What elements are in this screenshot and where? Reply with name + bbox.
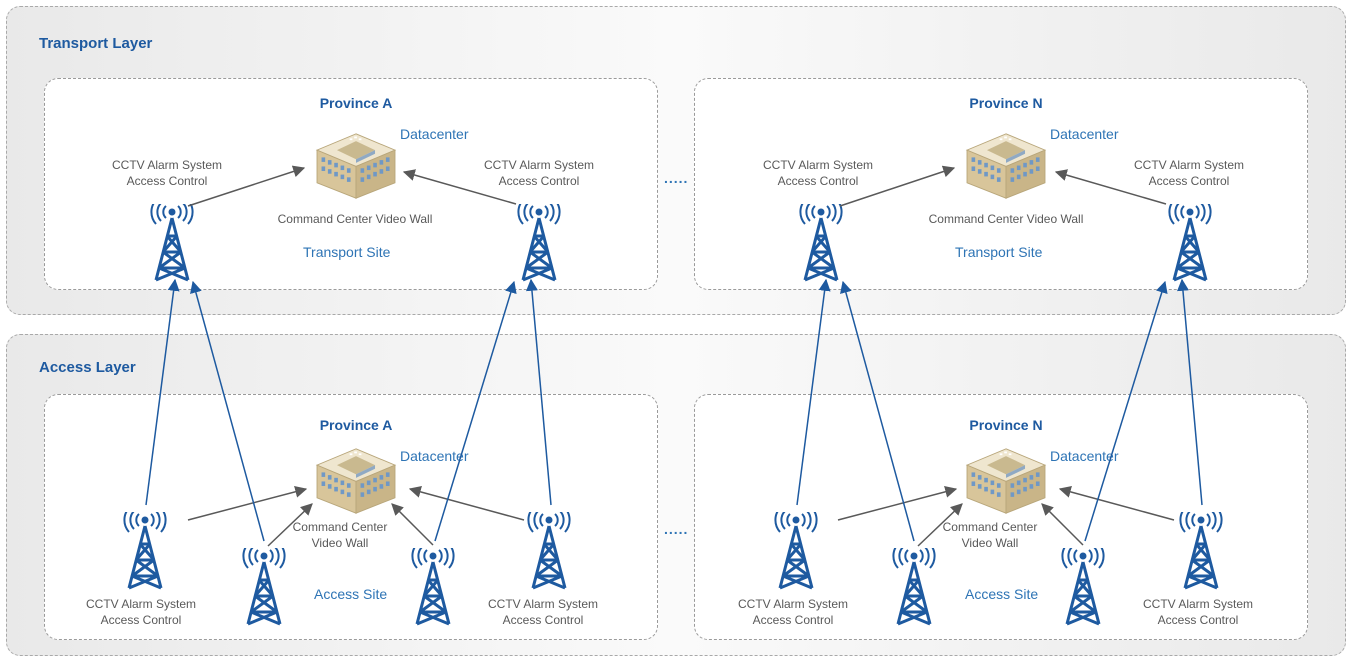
cctv-label: CCTV Alarm System Access Control: [1142, 597, 1254, 627]
province-title: Province N: [969, 417, 1043, 433]
command-center-label: Command Center Video Wall: [277, 212, 433, 226]
site-label: Access Site: [965, 586, 1039, 602]
ellipsis: .....: [664, 170, 689, 186]
datacenter-label: Datacenter: [1050, 126, 1119, 142]
cctv-label: CCTV Alarm System Access Control: [487, 597, 599, 627]
cctv-label: CCTV Alarm System Access Control: [737, 597, 849, 627]
command-center-label: Command Center Video Wall: [928, 212, 1084, 226]
cctv-label: CCTV Alarm System Access Control: [85, 597, 197, 627]
site-label: Transport Site: [955, 244, 1043, 260]
datacenter-label: Datacenter: [400, 126, 469, 142]
province-title: Province A: [319, 417, 393, 433]
command-center-label: Command Center Video Wall: [942, 520, 1038, 550]
cctv-label: CCTV Alarm System Access Control: [1133, 158, 1245, 188]
site-label: Access Site: [314, 586, 388, 602]
layer-title: Transport Layer: [39, 35, 153, 52]
command-center-label: Command Center Video Wall: [292, 520, 388, 550]
cctv-label: CCTV Alarm System Access Control: [111, 158, 223, 188]
cctv-label: CCTV Alarm System Access Control: [483, 158, 595, 188]
province-title: Province N: [969, 95, 1043, 111]
cctv-label: CCTV Alarm System Access Control: [762, 158, 874, 188]
site-label: Transport Site: [303, 244, 391, 260]
province-title: Province A: [319, 95, 393, 111]
ellipsis: .....: [664, 521, 689, 537]
datacenter-label: Datacenter: [1050, 448, 1119, 464]
datacenter-label: Datacenter: [400, 448, 469, 464]
layer-title: Access Layer: [39, 359, 136, 376]
